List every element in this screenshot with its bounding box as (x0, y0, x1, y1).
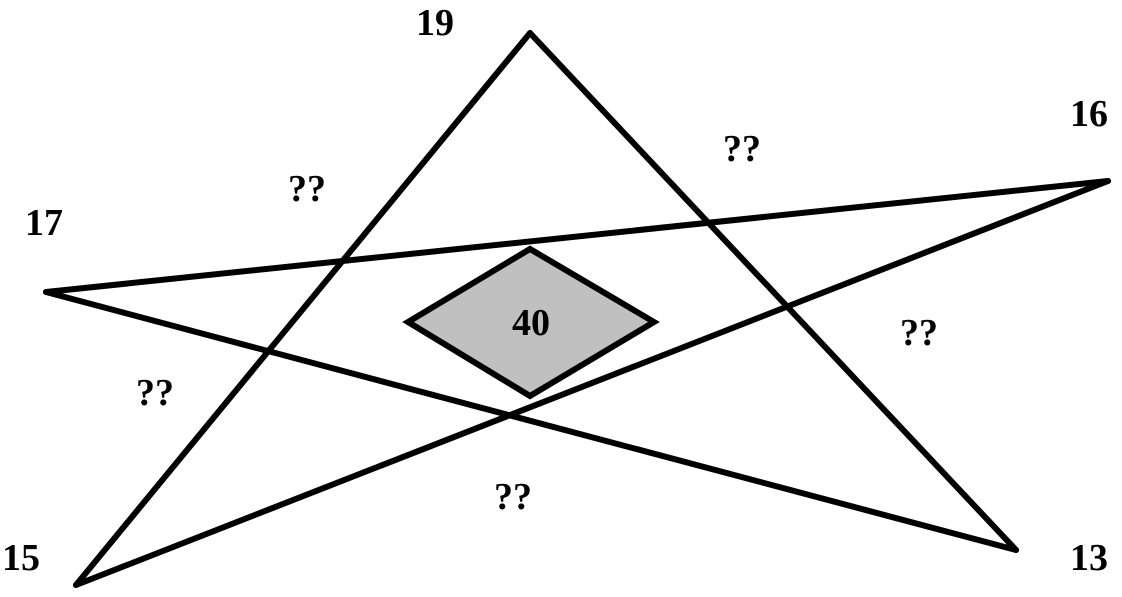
star-edge-lower-right-to-top (527, 30, 1019, 553)
star-edge-upper-left-to-lower-right (43, 289, 1019, 553)
star-edge-top-to-lower-left (73, 30, 533, 588)
unknown-upper-left: ?? (288, 168, 326, 210)
vertex-lower-right-number: 13 (1070, 537, 1108, 579)
unknown-right: ?? (900, 312, 938, 354)
unknown-upper-right: ?? (723, 128, 761, 170)
star-edge-upper-right-to-upper-left (43, 178, 1111, 295)
vertex-top-number: 19 (416, 2, 454, 44)
vertex-lower-left-number: 15 (2, 537, 40, 579)
unknown-bottom: ?? (494, 476, 532, 518)
vertex-upper-left-number: 17 (25, 202, 63, 244)
unknown-left: ?? (136, 372, 174, 414)
star-edge-lower-left-to-upper-right (73, 178, 1111, 588)
center-diamond (402, 245, 660, 400)
center-value: 40 (512, 302, 550, 344)
vertex-upper-right-number: 16 (1070, 93, 1108, 135)
